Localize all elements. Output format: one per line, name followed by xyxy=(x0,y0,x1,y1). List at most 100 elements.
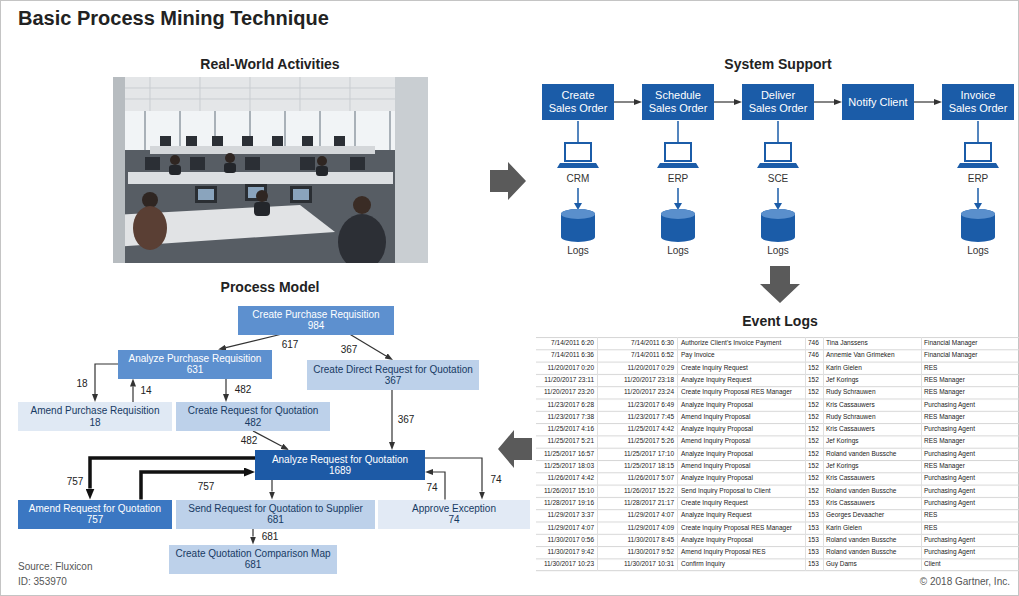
activity-name: Send Request for Quotation to Supplier xyxy=(188,503,363,515)
activity-box: Amend Purchase Requisition18 xyxy=(18,402,172,431)
log-table-cell: 152 xyxy=(806,448,823,460)
log-table-cell: Purchasing Agent xyxy=(922,485,1017,497)
log-store-label: Logs xyxy=(748,245,808,256)
log-table-cell: 11/25/2017 5:26 xyxy=(598,435,676,447)
log-table-cell: Kris Cassauwers xyxy=(824,399,921,411)
flow-count: 74 xyxy=(488,474,503,486)
activity-name: Create Quotation Comparison Map xyxy=(175,548,330,560)
log-table-cell: Confirm Inquiry xyxy=(679,558,804,570)
activity-name: Create Request for Quotation xyxy=(188,405,319,417)
log-table-cell: Purchasing Agent xyxy=(922,497,1017,509)
log-table-cell: 152 xyxy=(806,460,823,472)
log-table-cell: 11/25/2017 17:10 xyxy=(598,448,676,460)
log-table-cell: Jef Korings xyxy=(824,460,921,472)
activity-box: Create Purchase Requisition984 xyxy=(238,306,394,335)
office-photo xyxy=(113,77,428,263)
flow-arrow xyxy=(95,364,118,394)
log-table-cell: 152 xyxy=(806,411,823,423)
log-table-cell: 11/26/2017 5:07 xyxy=(598,472,676,484)
activity-name: Create Direct Request for Quotation xyxy=(313,364,473,376)
flow-count: 617 xyxy=(280,339,301,351)
log-table-cell: 152 xyxy=(806,399,823,411)
log-table-cell: 11/20/2017 23:24 xyxy=(598,386,676,398)
log-table-cell: Create Inquiry Request xyxy=(679,497,804,509)
flow-count: 74 xyxy=(424,482,439,494)
activity-count: 1689 xyxy=(329,465,351,477)
log-table-cell: 11/30/2017 10:31 xyxy=(598,558,676,570)
log-table-cell: Purchasing Agent xyxy=(922,472,1017,484)
flow-arrow xyxy=(132,387,133,403)
log-table-cell: Create Inquiry Proposal RES Manager xyxy=(679,386,804,398)
log-table-cell: 11/28/2017 19:16 xyxy=(536,497,596,509)
log-table-cell: Georges Devaacher xyxy=(824,509,921,521)
system-name: SCE xyxy=(748,173,808,184)
activity-box: Create Direct Request for Quotation367 xyxy=(307,360,479,390)
log-table-cell: 11/20/2017 23:20 xyxy=(536,386,596,398)
section-heading: Event Logs xyxy=(680,313,880,329)
activity-box: Approve Exception74 xyxy=(378,500,530,529)
log-table-cell: RES Manager xyxy=(922,435,1017,447)
activity-count: 18 xyxy=(89,417,100,429)
log-table-cell: 7/14/2011 6:30 xyxy=(598,337,676,349)
flow-arrow xyxy=(252,529,253,537)
activity-count: 631 xyxy=(187,364,204,376)
flow-count: 482 xyxy=(239,435,260,447)
activity-box: Analyze Request for Quotation1689 xyxy=(255,450,425,480)
system-step-box: Create Sales Order xyxy=(542,84,614,120)
footer-note: Source: Fluxicon xyxy=(18,561,218,572)
footer-note: ID: 353970 xyxy=(18,576,218,587)
flow-arrow-big xyxy=(490,162,526,200)
log-table-cell: Amend Inquiry Proposal xyxy=(679,411,804,423)
flow-arrow-big xyxy=(760,266,800,303)
log-table-cell: Amend Inquiry Proposal RES xyxy=(679,546,804,558)
system-step-box: Schedule Sales Order xyxy=(642,84,714,120)
log-table-cell: Financial Manager xyxy=(922,349,1017,361)
log-table-cell: 11/23/2017 6:49 xyxy=(598,399,676,411)
flow-count: 681 xyxy=(260,531,281,543)
flow-arrow xyxy=(226,335,280,348)
log-table-cell: 11/20/2017 0:29 xyxy=(598,362,676,374)
activity-name: Create Purchase Requisition xyxy=(252,309,379,321)
log-table-cell: Roland vanden Bussche xyxy=(824,448,921,460)
log-table-cell: 11/20/2017 23:11 xyxy=(536,374,596,386)
log-table-cell: 11/25/2017 4:42 xyxy=(598,423,676,435)
log-table-cell: 7/14/2011 6:36 xyxy=(536,349,596,361)
log-table-cell: Kris Cassauwers xyxy=(824,423,921,435)
log-table-cell: 11/29/2017 4:07 xyxy=(536,522,596,534)
section-heading: Real-World Activities xyxy=(170,56,370,72)
log-store-label: Logs xyxy=(948,245,1008,256)
log-table-cell: 152 xyxy=(806,386,823,398)
log-table-cell: 153 xyxy=(806,509,823,521)
log-table-cell: Rudy Schrauwen xyxy=(824,411,921,423)
log-table-cell: 11/23/2017 6:28 xyxy=(536,399,596,411)
log-table-cell: 11/25/2017 18:15 xyxy=(598,460,676,472)
flow-count: 757 xyxy=(65,476,86,488)
log-table-cell: 11/30/2017 9:52 xyxy=(598,546,676,558)
log-table-cell: Roland vanden Bussche xyxy=(824,534,921,546)
log-table-cell: 11/25/2017 4:16 xyxy=(536,423,596,435)
log-table-cell: 11/30/2017 8:45 xyxy=(598,534,676,546)
flow-arrow xyxy=(271,480,272,492)
log-table-cell: 11/20/2017 23:18 xyxy=(598,374,676,386)
log-table-cell: 11/26/2017 15:22 xyxy=(598,485,676,497)
log-table-cell: 746 xyxy=(806,349,823,361)
log-table-cell: 152 xyxy=(806,472,823,484)
log-table-cell: Roland vanden Bussche xyxy=(824,485,921,497)
log-table-cell: Kris Cassauwers xyxy=(824,497,921,509)
log-table-cell: 153 xyxy=(806,534,823,546)
activity-count: 681 xyxy=(245,559,262,571)
log-table-cell: Analyze Inquiry Proposal xyxy=(679,399,804,411)
log-table-cell: RES Manager xyxy=(922,411,1017,423)
log-table-cell: 153 xyxy=(806,558,823,570)
log-table-cell: Analyze Inquiry Proposal xyxy=(679,472,804,484)
activity-name: Invoice Sales Order xyxy=(947,89,1009,114)
flow-arrow xyxy=(814,101,834,102)
log-table-cell: Guy Dams xyxy=(824,558,921,570)
log-table-cell: 11/23/2017 7:38 xyxy=(536,411,596,423)
log-table-cell: Karin Gielen xyxy=(824,362,921,374)
flow-arrow xyxy=(914,101,934,102)
flow-arrow xyxy=(614,101,634,102)
log-table-cell: Create Inquiry Proposal RES Manager xyxy=(679,522,804,534)
